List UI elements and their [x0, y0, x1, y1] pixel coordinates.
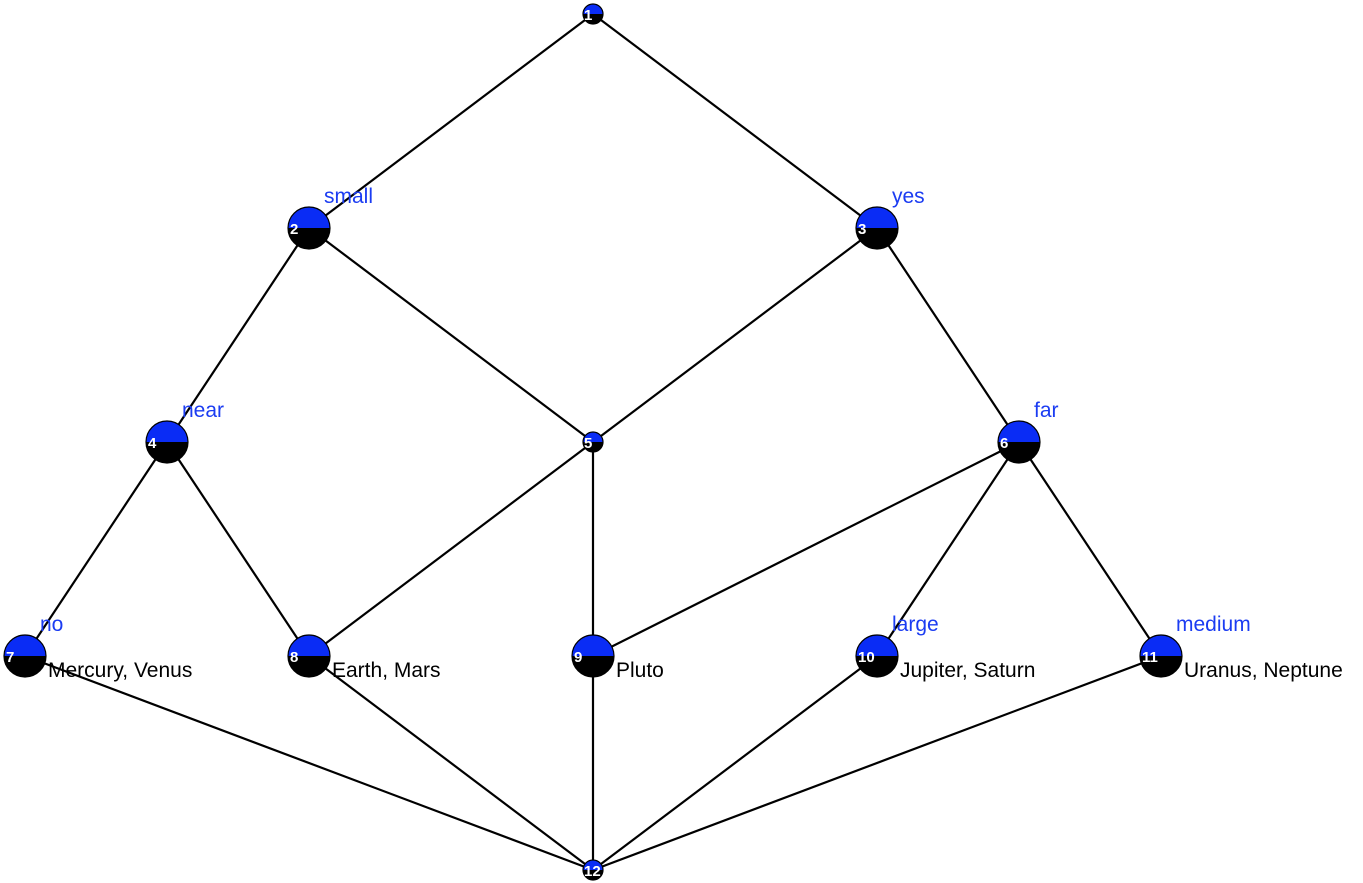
edge-4-8 — [166, 441, 310, 657]
node-lower-half — [583, 14, 603, 24]
node-outline — [582, 3, 604, 25]
node-upper-half — [1140, 635, 1182, 656]
node-6[interactable]: 6 — [997, 420, 1041, 464]
node-lower-half — [288, 656, 330, 677]
node-lower-half — [856, 228, 898, 249]
node-5[interactable]: 5 — [582, 431, 604, 453]
node-outline — [571, 634, 615, 678]
node-outline — [997, 420, 1041, 464]
node-lower-half — [583, 442, 603, 452]
edge-3-5 — [592, 227, 878, 443]
node-outline — [145, 420, 189, 464]
node-upper-half — [998, 421, 1040, 442]
node-id-label: 1 — [584, 7, 592, 24]
node-id-label: 8 — [290, 649, 298, 666]
node-lower-half — [288, 228, 330, 249]
node-lower-half — [856, 656, 898, 677]
node-id-label: 11 — [1142, 649, 1158, 666]
node-id-label: 9 — [574, 649, 582, 666]
object-label-9: Pluto — [616, 659, 664, 682]
node-outline — [287, 206, 331, 250]
node-upper-half — [583, 860, 603, 870]
node-id-label: 5 — [584, 435, 592, 452]
node-9[interactable]: 9 — [571, 634, 615, 678]
node-11[interactable]: 11 — [1139, 634, 1183, 678]
attribute-label-2: small — [324, 185, 373, 208]
node-outline — [1139, 634, 1183, 678]
node-id-label: 2 — [290, 221, 298, 238]
attribute-label-7: no — [40, 613, 63, 636]
edge-3-6 — [876, 227, 1020, 443]
node-outline — [855, 206, 899, 250]
attribute-label-6: far — [1034, 399, 1059, 422]
node-outline — [3, 634, 47, 678]
edges-layer — [24, 13, 1162, 872]
node-upper-half — [583, 432, 603, 442]
node-outline — [582, 859, 604, 881]
node-upper-half — [288, 635, 330, 656]
node-outline — [582, 431, 604, 453]
edge-2-5 — [308, 227, 594, 443]
node-id-label: 4 — [148, 435, 157, 452]
node-12[interactable]: 12 — [582, 859, 604, 881]
node-lower-half — [583, 870, 603, 880]
node-upper-half — [288, 207, 330, 228]
node-7[interactable]: 7 — [3, 634, 47, 678]
node-4[interactable]: 4 — [145, 420, 189, 464]
node-2[interactable]: 2 — [287, 206, 331, 250]
edge-10-12 — [592, 655, 878, 871]
object-label-10: Jupiter, Saturn — [900, 659, 1035, 682]
node-id-label: 3 — [858, 221, 866, 238]
node-upper-half — [572, 635, 614, 656]
node-8[interactable]: 8 — [287, 634, 331, 678]
edge-6-10 — [876, 441, 1020, 657]
attribute-label-11: medium — [1176, 613, 1251, 636]
node-upper-half — [856, 635, 898, 656]
node-upper-half — [583, 4, 603, 14]
attribute-label-3: yes — [892, 185, 925, 208]
node-id-label: 6 — [1000, 435, 1008, 452]
node-10[interactable]: 10 — [855, 634, 899, 678]
node-id-label: 12 — [584, 863, 601, 880]
edge-8-12 — [308, 655, 594, 871]
node-lower-half — [146, 442, 188, 463]
object-label-11: Uranus, Neptune — [1184, 659, 1343, 682]
edge-11-12 — [592, 654, 1162, 872]
node-lower-half — [998, 442, 1040, 463]
node-id-label: 10 — [858, 649, 875, 666]
attribute-label-10: large — [892, 613, 939, 636]
node-upper-half — [4, 635, 46, 656]
node-lower-half — [1140, 656, 1182, 677]
edge-5-8 — [308, 441, 594, 657]
edge-1-2 — [308, 13, 594, 229]
edge-7-12 — [24, 654, 594, 872]
edge-4-7 — [24, 441, 168, 657]
node-lower-half — [572, 656, 614, 677]
node-outline — [855, 634, 899, 678]
edge-6-9 — [592, 441, 1020, 657]
edge-2-4 — [166, 227, 310, 443]
node-3[interactable]: 3 — [855, 206, 899, 250]
node-outline — [287, 634, 331, 678]
node-upper-half — [856, 207, 898, 228]
edge-1-3 — [592, 13, 878, 229]
attribute-label-4: near — [182, 399, 224, 422]
object-label-8: Earth, Mars — [332, 659, 441, 682]
node-1[interactable]: 1 — [582, 3, 604, 25]
node-upper-half — [146, 421, 188, 442]
node-id-label: 7 — [6, 649, 14, 666]
edge-6-11 — [1018, 441, 1162, 657]
object-label-7: Mercury, Venus — [48, 659, 192, 682]
node-lower-half — [4, 656, 46, 677]
